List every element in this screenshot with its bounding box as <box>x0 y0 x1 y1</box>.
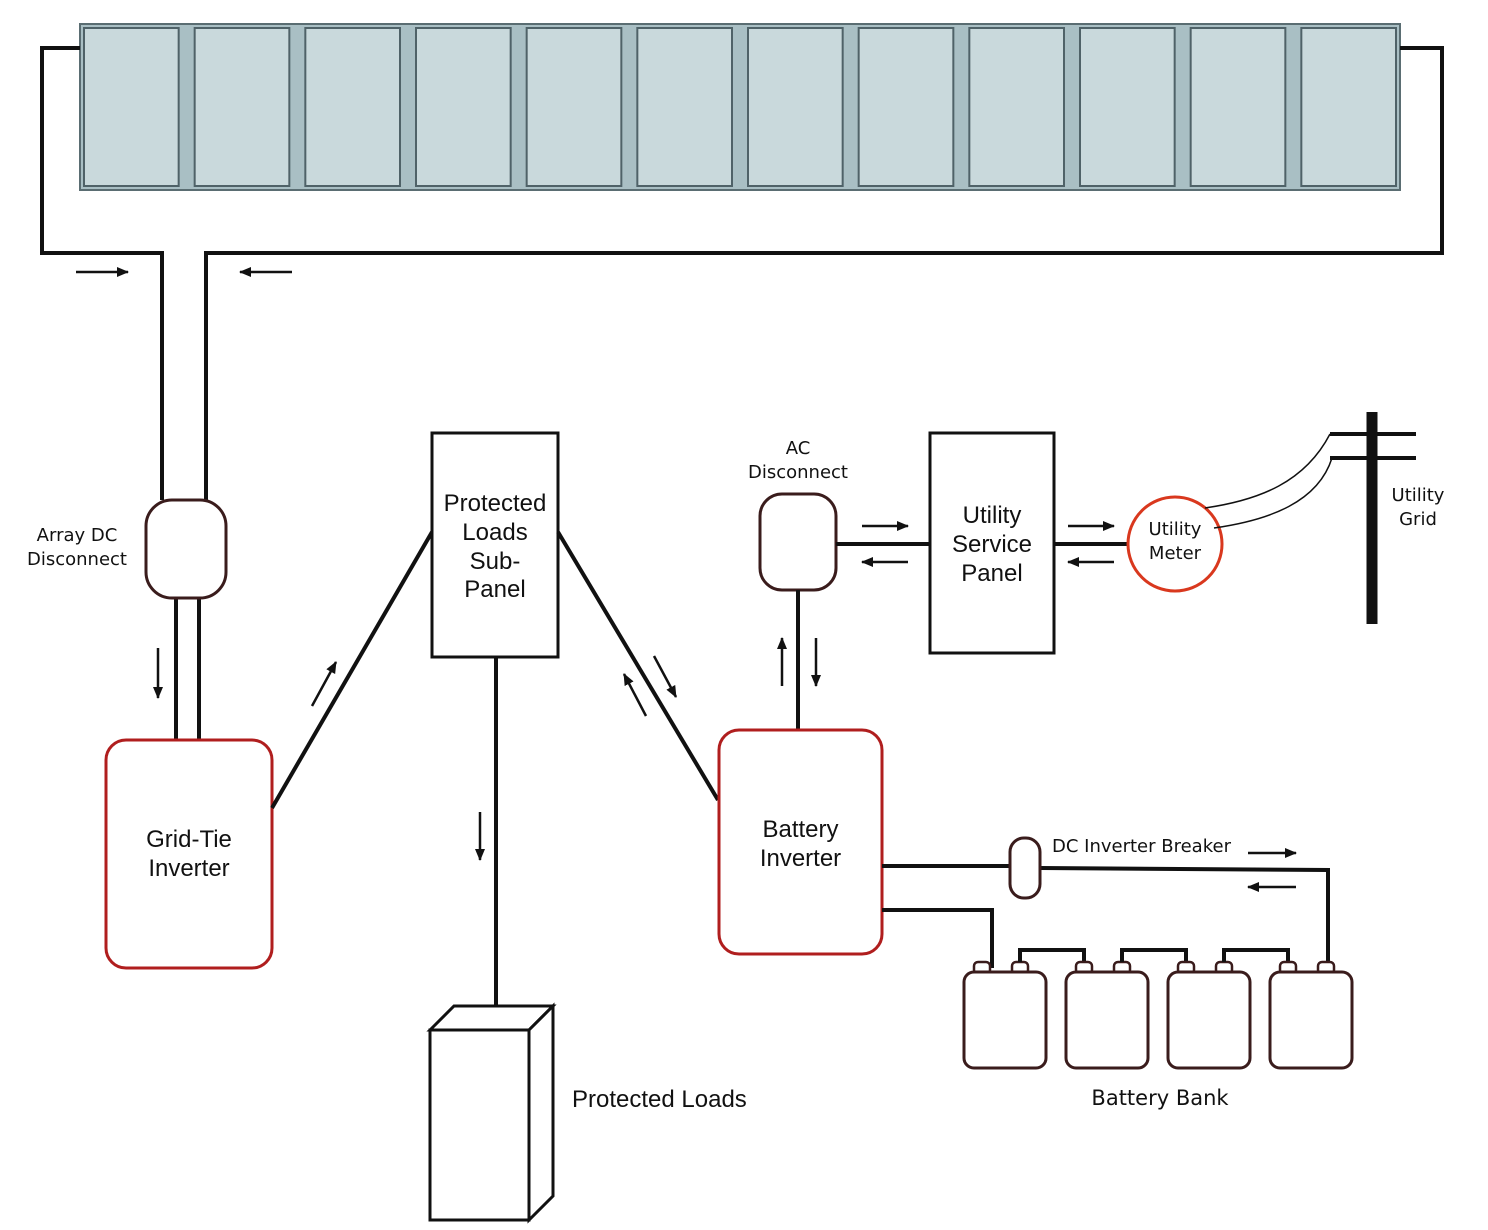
solar-panel <box>525 27 623 187</box>
utility-service-panel-label: Utility Service Panel <box>951 502 1033 587</box>
flow-arrow-up-right <box>310 661 338 707</box>
solar-panel <box>968 27 1065 187</box>
battery-bank-label: Battery Bank <box>1091 1086 1229 1110</box>
solar-panel <box>857 27 955 187</box>
dc-inverter-breaker <box>1008 836 1042 900</box>
grid-tie-inverter-label: Grid-Tie Inverter <box>146 826 232 882</box>
battery-body <box>1064 970 1150 1070</box>
ac-disconnect-label: AC Disconnect <box>748 438 848 484</box>
battery <box>1064 960 1150 1070</box>
solar-panel <box>415 27 512 187</box>
battery-inverter-label: Battery Inverter <box>759 816 842 872</box>
utility-meter-circle <box>1126 495 1224 593</box>
protected-loads-sub-panel-label: Protected Loads Sub- Panel <box>443 490 547 604</box>
solar-panel <box>1079 27 1176 187</box>
battery-bank <box>962 948 1354 1070</box>
battery-dc-wiring <box>882 864 1330 968</box>
solar-panel <box>747 27 844 187</box>
solar-panel <box>304 27 402 187</box>
wire-gridtie-to-subpanel <box>270 530 434 810</box>
solar-panel <box>1189 27 1287 187</box>
grid-tie-inverter-box <box>104 738 274 970</box>
protected-loads-cabinet <box>426 1002 557 1224</box>
protected-loads-label: Protected Loads <box>572 1086 747 1113</box>
battery-jumper-wire <box>1120 948 1188 962</box>
solar-panel <box>83 27 180 187</box>
flow-arrow-down-right <box>652 655 678 698</box>
solar-panel <box>636 27 733 187</box>
wire-subpanel-to-battery-inverter <box>556 530 720 802</box>
battery <box>1166 960 1252 1070</box>
solar-panel <box>193 27 291 187</box>
solar-panel <box>1300 27 1398 187</box>
battery-jumper-wire <box>1018 948 1086 962</box>
battery <box>1268 960 1354 1070</box>
utility-service-panel-box <box>928 431 1056 655</box>
array-dc-disconnect-label: Array DC Disconnect <box>27 525 127 571</box>
array-wiring <box>40 46 1444 740</box>
flow-arrow-up-left <box>622 673 648 717</box>
array-dc-disconnect <box>144 498 228 600</box>
battery-inverter-box <box>717 728 884 956</box>
battery-body <box>962 970 1048 1070</box>
battery-body <box>1166 970 1252 1070</box>
ac-disconnect <box>758 492 838 592</box>
utility-grid-label: Utility Grid <box>1391 485 1445 531</box>
utility-meter-label: Utility Meter <box>1148 519 1202 565</box>
protected-loads-sub-panel-box <box>430 431 560 659</box>
battery-body <box>1268 970 1354 1070</box>
battery <box>962 960 1048 1070</box>
solar-array <box>79 23 1401 191</box>
utility-pole <box>1330 412 1416 624</box>
battery-jumper-wire <box>1222 948 1290 962</box>
dc-inverter-breaker-label: DC Inverter Breaker <box>1052 836 1231 857</box>
service-drop-wires <box>1204 433 1333 529</box>
